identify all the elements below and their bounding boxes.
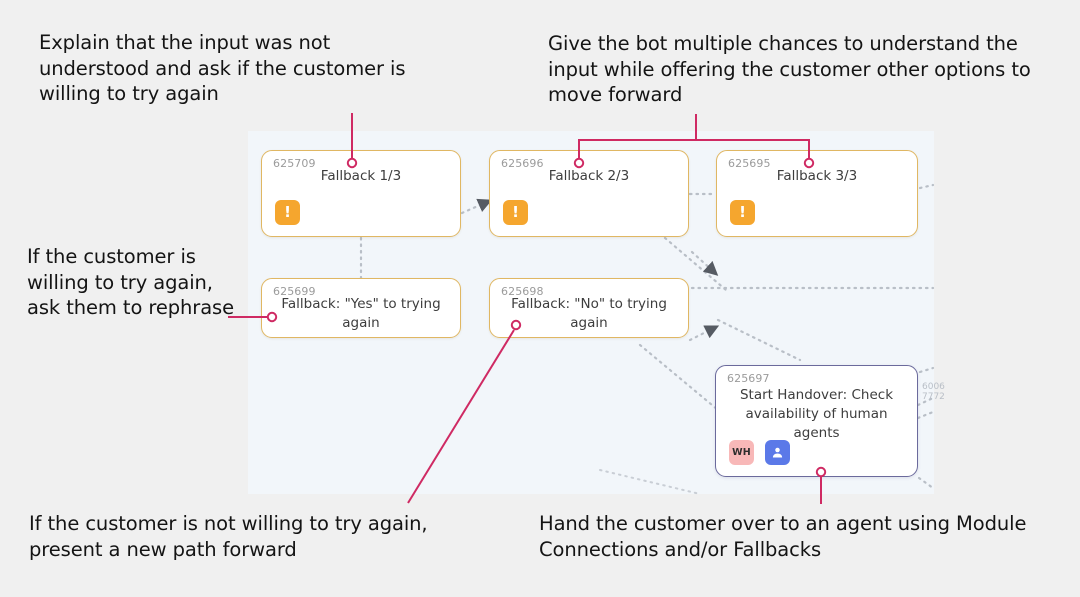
wh-badge[interactable]: WH (729, 440, 754, 465)
node-id: 625709 (273, 157, 316, 170)
annotation-top-right: Give the bot multiple chances to underst… (548, 32, 1031, 107)
node-id: 625695 (728, 157, 771, 170)
node-id: 625699 (273, 285, 316, 298)
annotation-top-left: Explain that the input was not understoo… (39, 31, 406, 106)
person-icon[interactable] (765, 440, 790, 465)
warning-icon[interactable]: ! (275, 200, 300, 225)
node-id: 625697 (727, 372, 770, 385)
node-id: 625698 (501, 285, 544, 298)
annotation-bottom-right: Hand the customer over to an agent using… (539, 512, 1027, 561)
node-id: 625696 (501, 157, 544, 170)
flow-node-625709[interactable]: 625709 Fallback 1/3 ! (261, 150, 461, 237)
flow-node-625696[interactable]: 625696 Fallback 2/3 ! (489, 150, 689, 237)
node-badges: ! (730, 200, 755, 225)
node-badges: ! (503, 200, 528, 225)
annotation-left: If the customer is willing to try again,… (27, 245, 235, 320)
flow-node-625699[interactable]: 625699 Fallback: "Yes" to trying again (261, 278, 461, 338)
annotation-bottom-left: If the customer is not willing to try ag… (29, 512, 428, 561)
warning-icon[interactable]: ! (503, 200, 528, 225)
node-badges: WH (729, 440, 790, 465)
node-title: Fallback 2/3 (548, 168, 630, 184)
warning-icon[interactable]: ! (730, 200, 755, 225)
flow-node-625698[interactable]: 625698 Fallback: "No" to trying again (489, 278, 689, 338)
node-badges: ! (275, 200, 300, 225)
node-title: Fallback: "No" to trying again (511, 296, 667, 332)
flow-node-625697[interactable]: 625697 Start Handover: Check availabilit… (715, 365, 918, 477)
flow-node-625695[interactable]: 625695 Fallback 3/3 ! (716, 150, 918, 237)
node-title: Start Handover: Check availability of hu… (739, 387, 894, 442)
node-title: Fallback 3/3 (776, 168, 858, 184)
node-title: Fallback 1/3 (320, 168, 402, 184)
node-title: Fallback: "Yes" to trying again (281, 296, 441, 332)
